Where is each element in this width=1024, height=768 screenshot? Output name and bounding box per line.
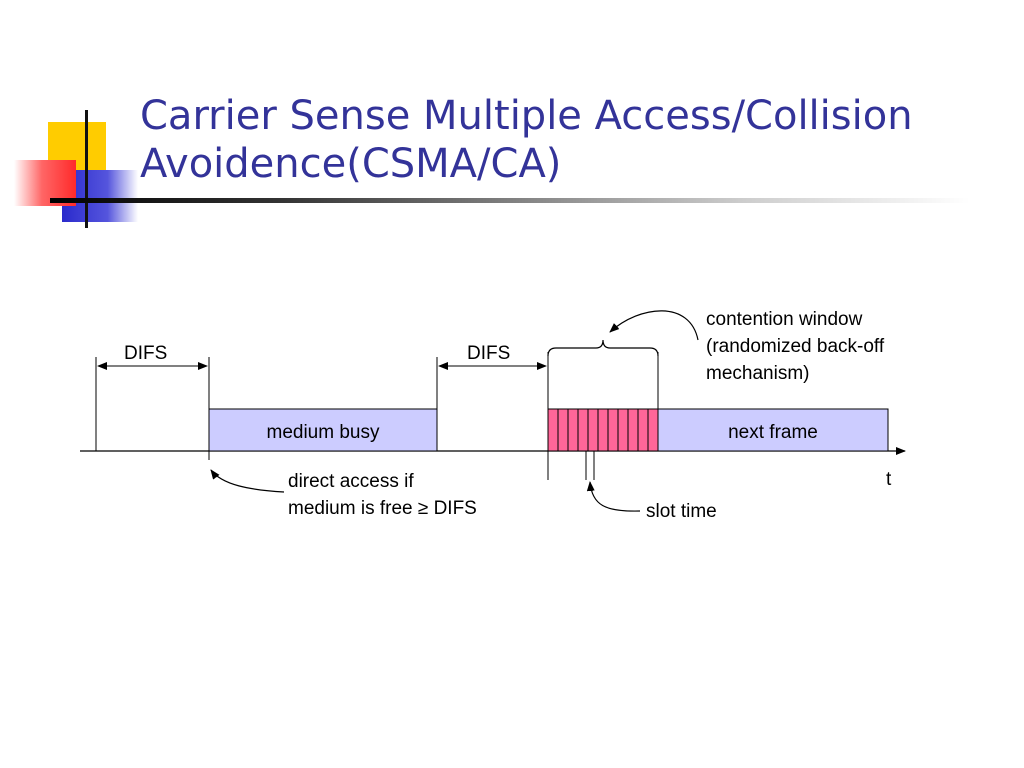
slide-title-line-1: Carrier Sense Multiple Access/Collision <box>140 93 913 139</box>
direct-access-label-line-2: medium is free ≥ DIFS <box>288 498 477 519</box>
slide-title: Carrier Sense Multiple Access/Collision … <box>140 92 1000 188</box>
contention-window-pointer <box>609 310 699 341</box>
contention-window-label-line-1: contention window <box>706 309 863 330</box>
time-axis-label: t <box>886 469 892 490</box>
logo-vertical-line <box>85 110 88 228</box>
difs-right-label: DIFS <box>467 343 510 364</box>
next-frame-box <box>657 408 889 452</box>
direct-access-label-line-1: direct access if <box>288 471 414 492</box>
contention-window-box <box>547 408 659 452</box>
contention-window-brace <box>547 339 659 357</box>
contention-window-label-line-3: mechanism) <box>706 363 809 384</box>
title-underline <box>50 198 970 203</box>
next-frame-label: next frame <box>728 422 818 443</box>
difs-right-arrowhead-start <box>438 362 448 370</box>
slide-title-line-2: Avoidence(CSMA/CA) <box>140 141 562 187</box>
direct-access-pointer <box>210 469 285 493</box>
slide-logo <box>14 110 138 228</box>
slot-time-label: slot time <box>646 501 717 522</box>
slot-lines <box>557 409 649 451</box>
difs-left-arrowhead-start <box>97 362 107 370</box>
medium-busy-label: medium busy <box>267 422 380 443</box>
slot-time-pointer <box>586 481 641 512</box>
contention-window-label-line-2: (randomized back-off <box>706 336 885 357</box>
difs-left-label: DIFS <box>124 343 167 364</box>
medium-busy-box <box>208 408 438 452</box>
